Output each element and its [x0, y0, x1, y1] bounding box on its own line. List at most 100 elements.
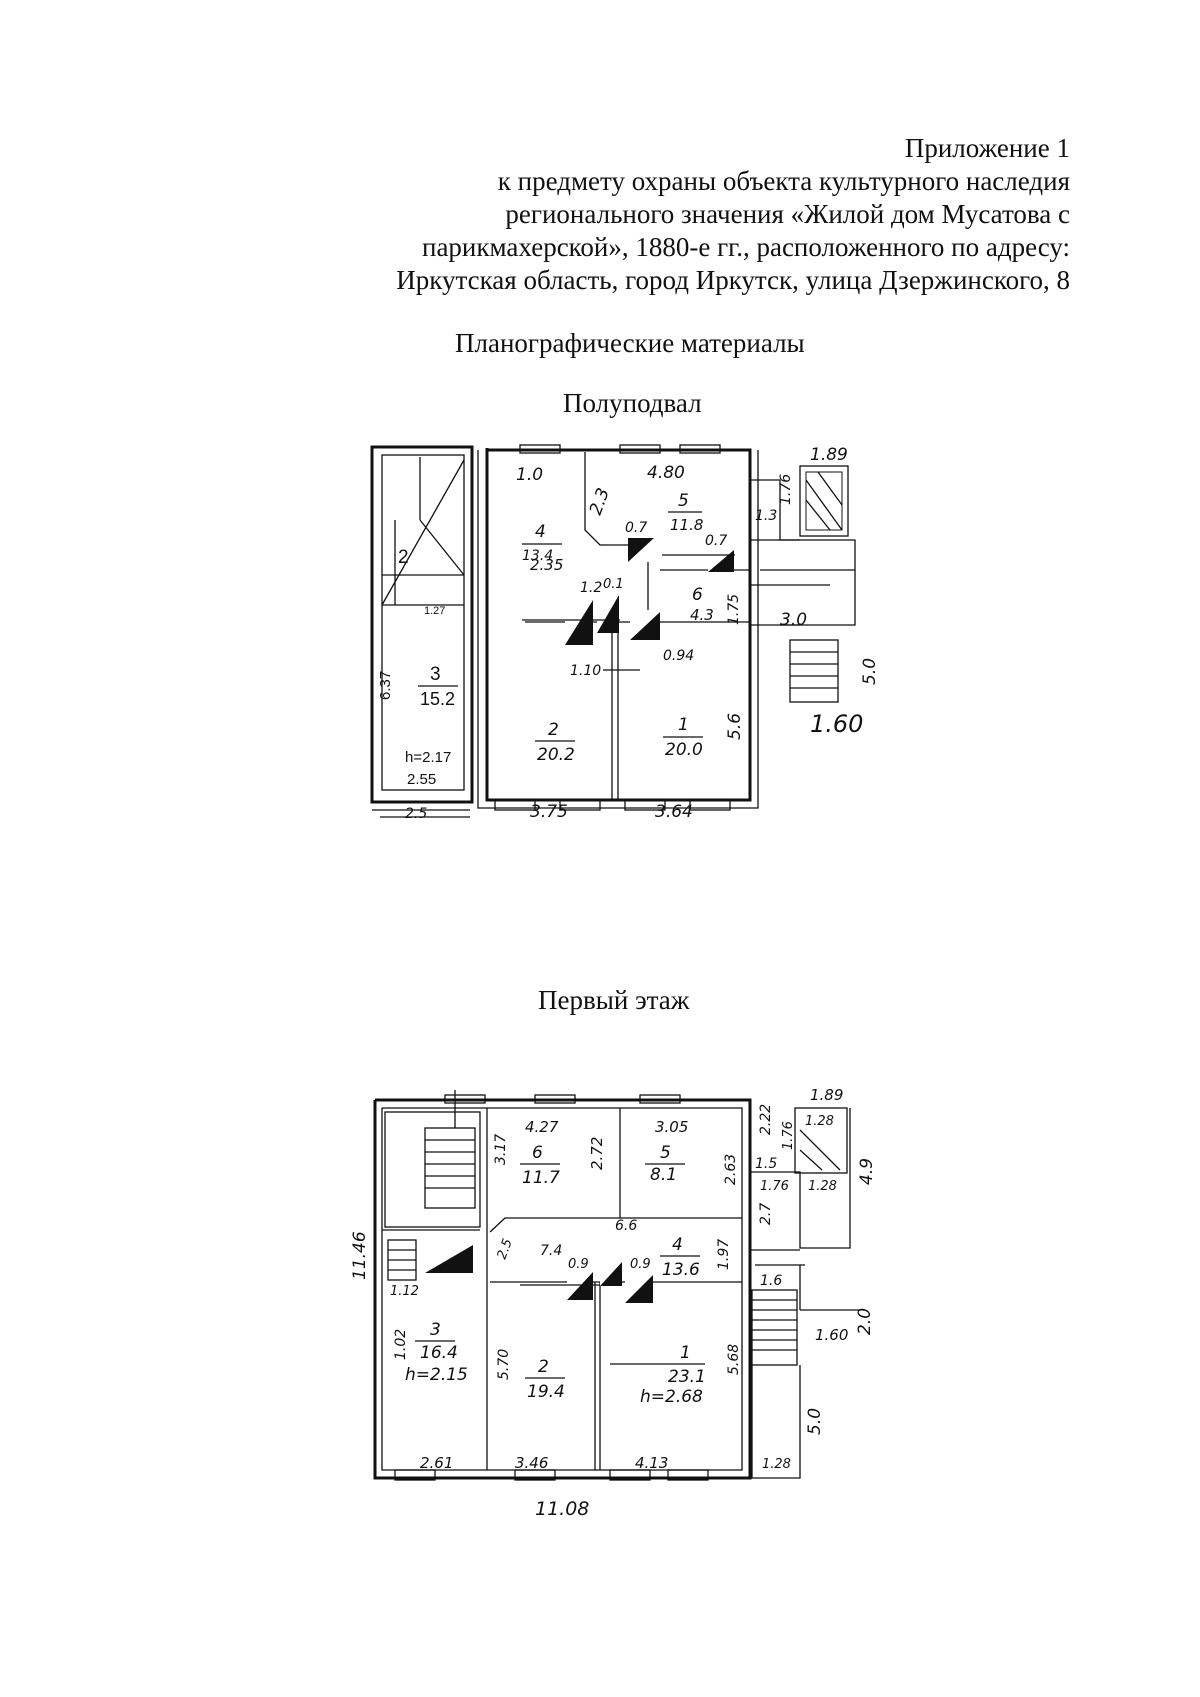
f-dim-2-72: 2.72 [588, 1137, 606, 1170]
b-dim-5-0: 5.0 [860, 658, 880, 685]
f-room1-height: h=2.68 [640, 1387, 703, 1407]
f-dim-1-76-b: 1.76 [760, 1179, 789, 1194]
header-line-3: регионального значения «Жилой дом Мусато… [505, 199, 1070, 229]
b-room4-area: 13.4 [522, 548, 553, 564]
f-dim-4-13: 4.13 [635, 1454, 668, 1472]
f-dim-3-46: 3.46 [515, 1454, 548, 1472]
f-room4-area: 13.6 [662, 1260, 700, 1280]
b-room5-area: 11.8 [670, 516, 703, 534]
f-dim-1-28-a: 1.28 [805, 1114, 834, 1129]
b-room4-number: 4 [535, 522, 546, 542]
b-dim-2-5: 2.5 [405, 806, 427, 822]
f-dim-1-28-c: 1.28 [762, 1457, 791, 1472]
b-room2-number: 2 [548, 720, 559, 740]
f-dim-4-9: 4.9 [857, 1158, 877, 1185]
header-line-2: к предмету охраны объекта культурного на… [497, 166, 1070, 196]
f-room2-area: 19.4 [527, 1382, 565, 1402]
f-dim-1-28-b: 1.28 [808, 1179, 837, 1194]
f-dim-1-12: 1.12 [390, 1284, 419, 1299]
f-room6-area: 11.7 [522, 1168, 560, 1188]
f-room3-height: h=2.15 [405, 1365, 468, 1385]
basement-stair-block [370, 445, 474, 818]
b-dim-2-55: 2.55 [407, 771, 436, 788]
f-dim-2-61: 2.61 [420, 1454, 453, 1472]
header-line-4: парикмахерской», 1880-е гг., расположенн… [422, 232, 1070, 262]
f-dim-5-0: 5.0 [805, 1408, 825, 1435]
f-dim-1-02: 1.02 [393, 1329, 409, 1360]
basement-labels: 2 1.27 6.37 3 15.2 h=2.17 2.55 1.0 4.80 … [377, 445, 880, 822]
f-dim-2-0: 2.0 [855, 1308, 875, 1335]
basement-main-body [477, 444, 759, 811]
f-room3-number: 3 [430, 1320, 441, 1340]
basement-title: Полуподвал [563, 388, 702, 418]
f-dim-11-46: 11.46 [350, 1231, 370, 1280]
f-dim-1-89: 1.89 [810, 1086, 843, 1104]
b-dim-6-37: 6.37 [377, 671, 394, 700]
b-dim-1-10: 1.10 [570, 663, 601, 679]
b-stair-number: 2 [398, 547, 409, 568]
b-dim-5-6: 5.6 [725, 713, 745, 740]
f-room4-number: 4 [672, 1235, 683, 1255]
section-title: Планографические материалы [455, 328, 805, 358]
b-room1-number: 1 [678, 715, 689, 735]
b-dim-3-0: 3.0 [780, 610, 807, 630]
f-room1-number: 1 [680, 1343, 691, 1363]
b-dim-4-80: 4.80 [647, 463, 685, 483]
b-room6-number: 6 [692, 585, 703, 605]
f-dim-2-63: 2.63 [723, 1154, 739, 1185]
basement-right-annex [750, 465, 856, 703]
first-floor-main-body [373, 1090, 752, 1481]
f-room2-number: 2 [538, 1357, 549, 1377]
b-room3-height: h=2.17 [405, 749, 451, 766]
f-dim-7-4: 7.4 [540, 1243, 562, 1259]
f-dim-0-9-b: 0.9 [630, 1257, 651, 1272]
b-dim-0-7-a: 0.7 [625, 520, 647, 536]
f-room5-number: 5 [660, 1143, 671, 1163]
b-dim-1-89: 1.89 [810, 445, 848, 465]
f-dim-5-68: 5.68 [726, 1344, 742, 1375]
b-dim-1-60: 1.60 [810, 710, 863, 738]
f-dim-2-5: 2.5 [495, 1237, 516, 1262]
f-room1-area: 23.1 [668, 1367, 706, 1387]
f-dim-1-76: 1.76 [781, 1121, 796, 1150]
first-floor-right-annex [750, 1107, 860, 1479]
b-room3-number: 3 [430, 664, 441, 685]
f-dim-1-97: 1.97 [716, 1239, 732, 1270]
header-line-5: Иркутская область, город Иркутск, улица … [396, 265, 1070, 295]
b-dim-1-2: 1.2 [580, 580, 602, 596]
b-room1-area: 20.0 [665, 740, 703, 760]
f-dim-6-6: 6.6 [615, 1218, 637, 1234]
b-dim-0-94: 0.94 [663, 648, 694, 664]
f-dim-0-9-a: 0.9 [568, 1257, 589, 1272]
f-dim-1-6: 1.6 [760, 1273, 782, 1289]
f-room6-number: 6 [532, 1143, 543, 1163]
f-room3-area: 16.4 [420, 1343, 458, 1363]
f-dim-5-70: 5.70 [496, 1349, 512, 1380]
f-dim-1-60: 1.60 [815, 1326, 848, 1344]
f-dim-3-17: 3.17 [493, 1134, 509, 1165]
f-dim-2-22: 2.22 [758, 1104, 774, 1135]
b-dim-2-35: 2.35 [530, 556, 563, 574]
b-room6-area: 4.3 [690, 606, 714, 624]
f-dim-11-08: 11.08 [535, 1498, 589, 1520]
b-dim-3-75: 3.75 [530, 802, 568, 822]
f-room5-area: 8.1 [650, 1165, 677, 1185]
first-floor-title: Первый этаж [538, 985, 690, 1015]
f-dim-1-5: 1.5 [755, 1156, 777, 1172]
b-dim-0-7-b: 0.7 [705, 533, 727, 549]
b-dim-1-27: 1.27 [424, 605, 445, 617]
b-dim-1-0: 1.0 [516, 465, 543, 485]
b-room5-number: 5 [678, 491, 689, 511]
f-dim-2-7: 2.7 [758, 1203, 774, 1225]
first-floor-labels: 11.46 4.27 3.17 6 11.7 2.72 3.05 5 8.1 2… [350, 1086, 877, 1520]
b-dim-0-1: 0.1 [603, 577, 624, 592]
header-line-1: Приложение 1 [904, 133, 1070, 163]
b-dim-3-64: 3.64 [655, 802, 693, 822]
f-dim-3-05: 3.05 [655, 1118, 688, 1136]
b-room3-area: 15.2 [420, 689, 455, 709]
b-room2-area: 20.2 [537, 745, 575, 765]
f-dim-4-27: 4.27 [525, 1118, 559, 1136]
appendix-header: Приложение 1 к предмету охраны объекта к… [396, 132, 1070, 297]
